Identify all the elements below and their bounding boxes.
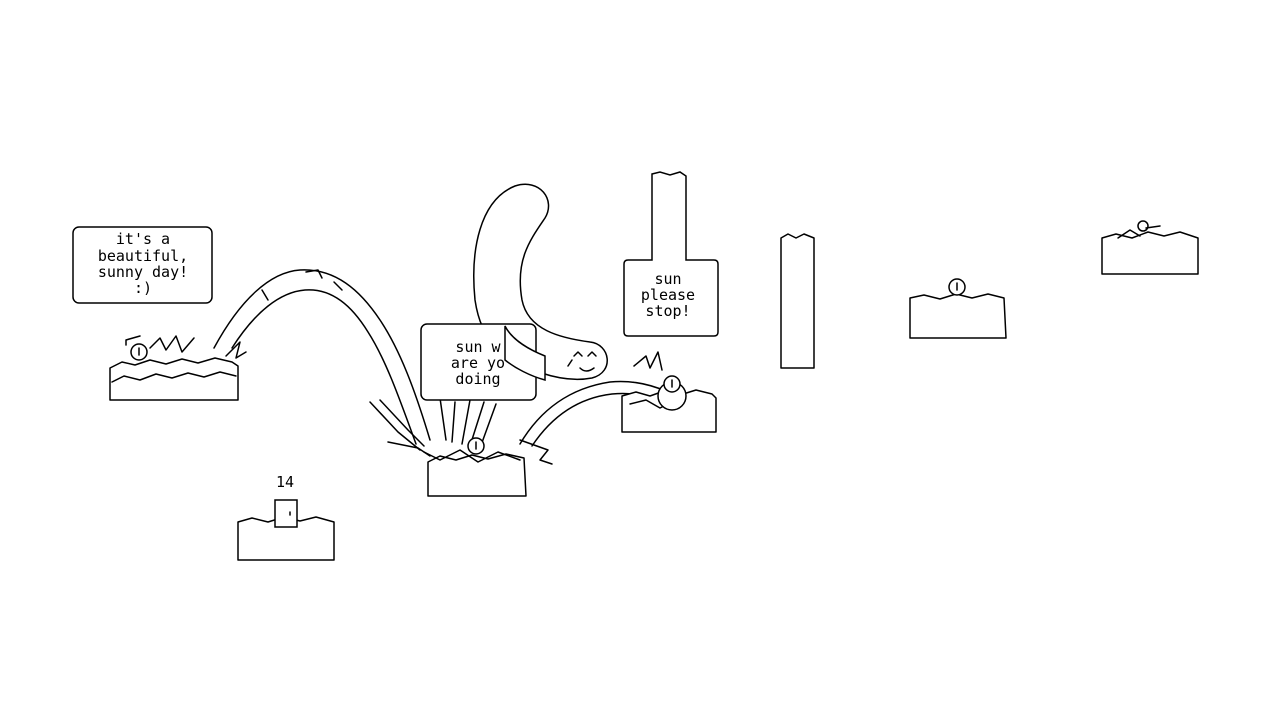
- platform-left: [109, 335, 247, 401]
- roots: [369, 397, 553, 465]
- goal-orb: [1137, 220, 1161, 232]
- speech-bubble-beautiful-day: it's a beautiful, sunny day! :): [72, 226, 213, 304]
- flower-left: [130, 343, 148, 361]
- bubble-line-3: doing: [455, 370, 500, 388]
- flower-center: [467, 437, 485, 455]
- flower-right: [948, 278, 966, 296]
- level-number: 14: [276, 473, 294, 491]
- bubble-line-1: sun: [654, 270, 681, 288]
- speech-bubble-sun-please: sun please stop!: [623, 171, 719, 337]
- sun-face: [567, 351, 597, 372]
- platform-mid-right: [621, 351, 717, 433]
- flower-mid-right: [657, 375, 687, 411]
- bubble-line-2: please: [641, 286, 695, 304]
- bubble-line-4: :): [134, 279, 152, 297]
- platform-center: [423, 449, 527, 497]
- speech-bubble-sun-what: sun w are yo doing: [420, 323, 537, 401]
- pillar: [780, 233, 815, 369]
- door[interactable]: [274, 499, 298, 528]
- platform-start: [237, 516, 335, 561]
- arch-bridge: [213, 269, 431, 445]
- bubble-line-3: stop!: [645, 302, 690, 320]
- bubble-line-2: are yo: [451, 354, 505, 372]
- platform-far-right: [1101, 229, 1199, 275]
- bubble-line-1: it's a: [116, 230, 170, 248]
- bubble-line-1: sun w: [455, 338, 501, 356]
- bubble-line-3: sunny day!: [98, 263, 188, 281]
- platform-right: [909, 293, 1007, 339]
- bubble-line-2: beautiful,: [98, 247, 188, 265]
